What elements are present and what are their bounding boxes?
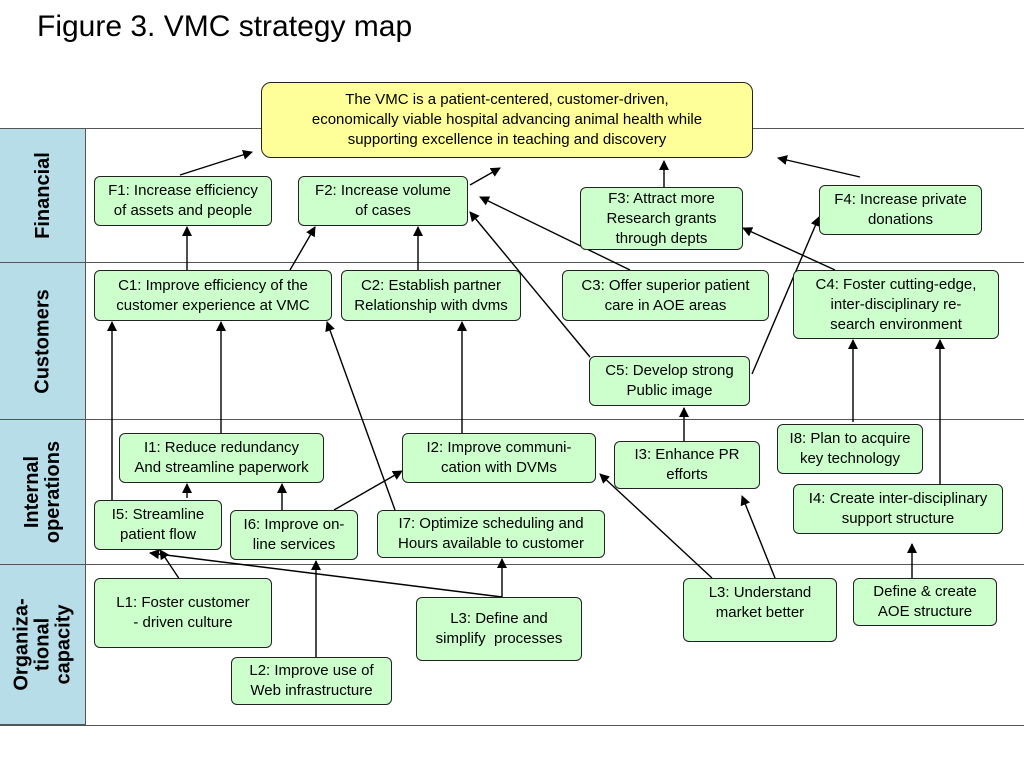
arrow-c3-to-f2 <box>479 196 631 271</box>
divider-bottom <box>0 725 1024 726</box>
band-organizational-capacity: Organiza- tional capacity <box>0 564 86 725</box>
objective-l3-processes: L3: Define and simplify processes <box>416 597 582 661</box>
arrow-c5-to-f2 <box>469 211 591 358</box>
arrow-i6-to-i2 <box>333 470 403 511</box>
mission-statement: The VMC is a patient-centered, customer-… <box>261 82 753 158</box>
objective-f1: F1: Increase efficiency of assets and pe… <box>94 176 272 226</box>
band-financial: Financial <box>0 128 86 262</box>
objective-c3: C3: Offer superior patient care in AOE a… <box>562 270 769 321</box>
objective-l3-market: L3: Understand market better <box>683 578 837 642</box>
objective-i1: I1: Reduce redundancy And streamline pap… <box>119 433 324 483</box>
objective-c2: C2: Establish partner Relationship with … <box>341 270 521 321</box>
objective-i8: I8: Plan to acquire key technology <box>777 424 923 474</box>
objective-i4: I4: Create inter-disciplinary support st… <box>793 484 1003 534</box>
band-column-border <box>85 128 86 725</box>
arrow-c1-to-f2 <box>289 226 316 271</box>
arrow-f1-to-mission <box>179 149 253 176</box>
objective-f4: F4: Increase private donations <box>819 185 982 235</box>
objective-f2: F2: Increase volume of cases <box>298 176 468 226</box>
figure-title: Figure 3. VMC strategy map <box>37 10 413 43</box>
divider-internal-organizational <box>0 564 1024 565</box>
objective-l1: L1: Foster customer - driven culture <box>94 578 272 648</box>
objective-i5: I5: Streamline patient flow <box>94 500 222 550</box>
divider-customers-internal <box>0 419 1024 420</box>
arrow-f4-to-mission <box>777 155 861 178</box>
arrow-c4-to-f3 <box>742 227 836 271</box>
arrow-i7-to-c1 <box>325 321 396 511</box>
arrow-l3b-to-i3 <box>740 495 776 579</box>
objective-f3: F3: Attract more Research grants through… <box>580 187 743 250</box>
objective-i3: I3: Enhance PR efforts <box>614 441 760 489</box>
objective-i6: I6: Improve on- line services <box>230 510 358 560</box>
objective-l2: L2: Improve use of Web infrastructure <box>231 657 392 705</box>
arrow-l3b-to-i2 <box>599 473 713 579</box>
objective-c4: C4: Foster cutting-edge, inter-disciplin… <box>793 270 999 339</box>
objective-c1: C1: Improve efficiency of the customer e… <box>94 270 332 321</box>
arrow-l3-to-i5 <box>149 549 503 598</box>
arrow-c5-to-f4 <box>751 216 821 375</box>
objective-aoe-structure: Define & create AOE structure <box>853 578 997 626</box>
arrow-f2-to-mission <box>469 167 501 186</box>
objective-i2: I2: Improve communi- cation with DVMs <box>402 433 596 483</box>
objective-c5: C5: Develop strong Public image <box>589 356 750 406</box>
objective-i7: I7: Optimize scheduling and Hours availa… <box>377 510 605 558</box>
band-internal-operations: Internal operations <box>0 419 86 564</box>
band-customers: Customers <box>0 262 86 419</box>
